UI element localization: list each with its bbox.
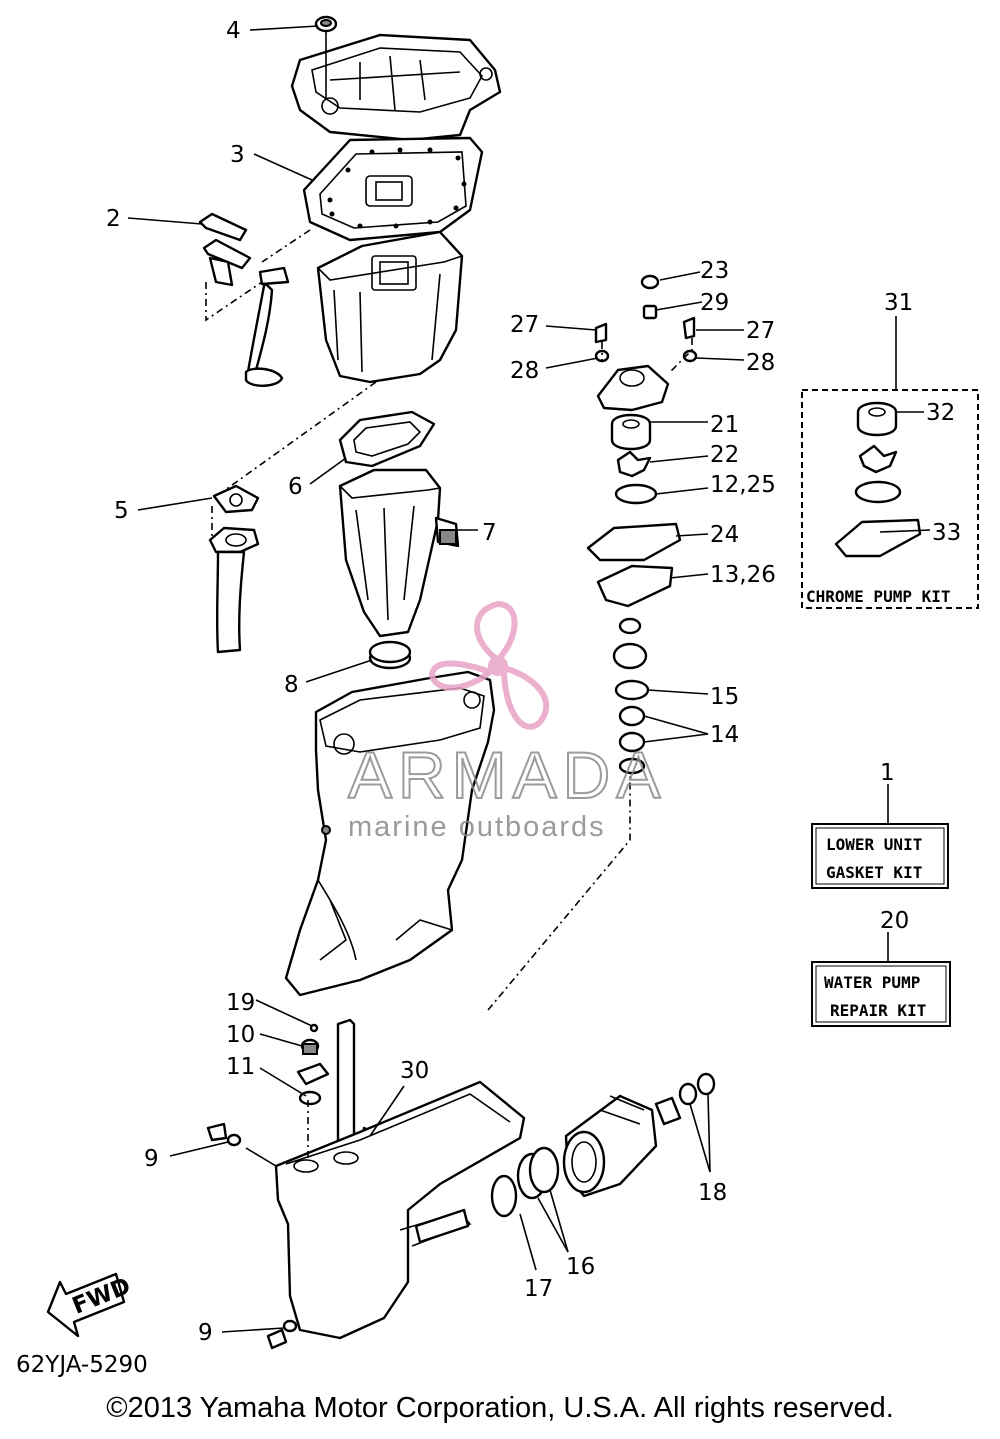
chrome-pump-kit-box: 31 CHROME PUMP KIT <box>801 290 979 609</box>
part-o-rings <box>490 1146 560 1218</box>
callout-2: 2 <box>106 206 121 232</box>
part-chrome-pump-kit <box>834 401 922 558</box>
water-pump-kit-line1: WATER PUMP <box>824 973 920 992</box>
watermark-title: ARMADA <box>348 738 666 812</box>
copyright-footer: ©2013 Yamaha Motor Corporation, U.S.A. A… <box>106 1392 894 1424</box>
callout-9-lower: 9 <box>198 1320 213 1346</box>
part-plug <box>314 15 338 33</box>
callout-11: 11 <box>226 1054 255 1080</box>
callout-27-right: 27 <box>746 318 775 344</box>
callout-18: 18 <box>698 1180 727 1206</box>
part-bearing-housing <box>562 1094 658 1198</box>
lower-unit-kit-line2: GASKET KIT <box>826 863 922 882</box>
part-exhaust-gasket <box>208 484 260 654</box>
chrome-pump-kit-label: CHROME PUMP KIT <box>806 587 951 606</box>
fwd-arrow: FWD <box>46 1272 134 1338</box>
callout-22: 22 <box>710 442 739 468</box>
callout-24: 24 <box>710 522 739 548</box>
callout-32: 32 <box>926 400 955 426</box>
part-upper-gasket <box>302 136 484 242</box>
part-driveshaft-housing <box>284 670 496 997</box>
callout-23: 23 <box>700 258 729 284</box>
callout-19: 19 <box>226 990 255 1016</box>
callout-31: 31 <box>884 290 913 316</box>
part-mid-gasket <box>338 410 436 468</box>
callout-1: 1 <box>880 760 895 786</box>
callout-10: 10 <box>226 1022 255 1048</box>
callout-33: 33 <box>932 520 961 546</box>
leader-lines <box>127 25 931 1333</box>
callout-3: 3 <box>230 142 245 168</box>
diagram-code: 62YJA-5290 <box>16 1352 148 1378</box>
callout-28-right: 28 <box>746 350 775 376</box>
callout-7: 7 <box>482 520 497 546</box>
part-top-cover <box>290 30 502 142</box>
water-pump-kit-line2: REPAIR KIT <box>830 1001 926 1020</box>
part-gearcase <box>274 1080 526 1340</box>
callout-12-25: 12,25 <box>710 472 776 498</box>
callout-28-left: 28 <box>510 358 539 384</box>
callout-5: 5 <box>114 498 129 524</box>
callout-13-26: 13,26 <box>710 562 776 588</box>
part-water-pump <box>586 274 698 775</box>
callout-17: 17 <box>524 1276 553 1302</box>
callout-14: 14 <box>710 722 739 748</box>
callout-15: 15 <box>710 684 739 710</box>
part-lower-pan <box>338 468 460 670</box>
water-pump-repair-kit: 20 WATER PUMP REPAIR KIT <box>811 908 951 1027</box>
part-small-gasket-pair <box>198 212 290 387</box>
callout-9-upper: 9 <box>144 1146 159 1172</box>
part-drain-bolts <box>206 1122 298 1350</box>
callout-20: 20 <box>880 908 909 934</box>
part-upper-casing <box>316 230 464 384</box>
callout-29: 29 <box>700 290 729 316</box>
lower-unit-gasket-kit: 1 LOWER UNIT GASKET KIT <box>811 760 949 889</box>
lower-unit-kit-line1: LOWER UNIT <box>826 835 922 854</box>
callout-21: 21 <box>710 412 739 438</box>
part-seals <box>654 1072 716 1126</box>
callout-8: 8 <box>284 672 299 698</box>
callout-4: 4 <box>226 18 241 44</box>
callout-labels: 4 3 2 5 6 7 8 9 9 10 11 12,25 13,26 14 1… <box>106 18 961 1346</box>
callout-30: 30 <box>400 1058 429 1084</box>
callout-6: 6 <box>288 474 303 500</box>
watermark-subtitle: marine outboards <box>348 811 606 843</box>
part-small-drain-set <box>296 1023 330 1106</box>
callout-16: 16 <box>566 1254 595 1280</box>
propeller-logo-icon <box>428 600 550 730</box>
callout-27-left: 27 <box>510 312 539 338</box>
armada-watermark: ARMADA marine outboards <box>347 600 666 843</box>
